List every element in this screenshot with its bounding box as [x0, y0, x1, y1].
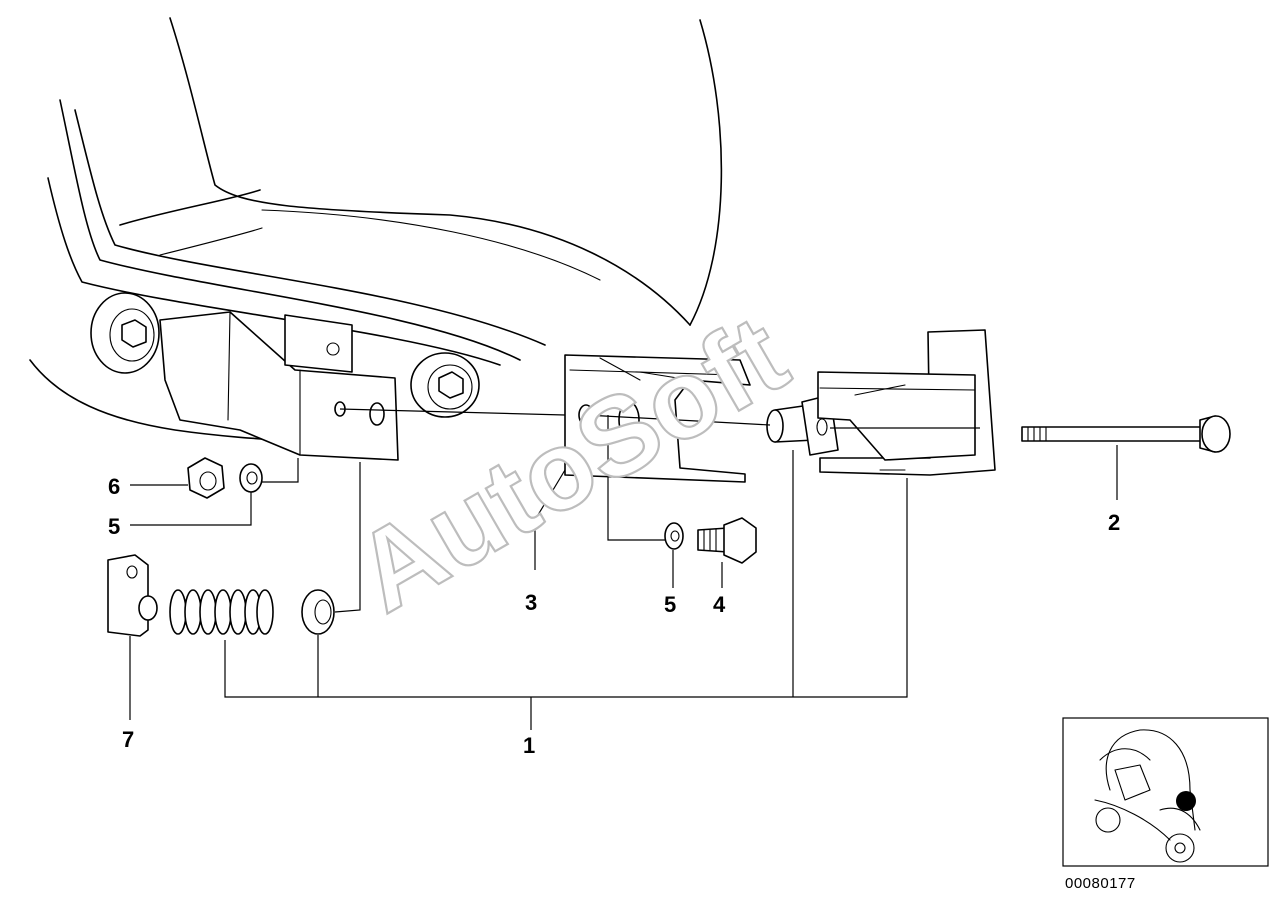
part-5-washer-center — [664, 522, 684, 550]
scooter-body-outline — [29, 17, 723, 443]
callout-2: 2 — [1108, 510, 1120, 535]
callout-1: 1 — [523, 733, 535, 758]
callout-5-center: 5 — [664, 592, 676, 617]
assembly-lines — [339, 408, 980, 429]
spring-cap — [301, 589, 335, 635]
callout-6: 6 — [108, 474, 120, 499]
callout-3: 3 — [525, 590, 537, 615]
spring — [169, 589, 274, 635]
callout-5-left: 5 — [108, 514, 120, 539]
side-stand — [817, 329, 996, 476]
callout-leaders — [129, 415, 1118, 730]
callout-7: 7 — [122, 727, 134, 752]
diagram-number: 00080177 — [1065, 875, 1136, 892]
left-mount-bolt — [90, 292, 480, 418]
part-7-clip — [107, 554, 158, 637]
watermark-text: AutoSoft — [335, 291, 807, 636]
left-frame-bracket — [159, 311, 399, 461]
callout-4: 4 — [713, 592, 726, 617]
part-6-nut — [187, 457, 225, 499]
scooter-location-thumbnail — [1062, 717, 1269, 867]
part-4-bolt — [697, 517, 757, 564]
part-5-washer-left — [239, 463, 263, 493]
part-2-long-bolt — [1021, 415, 1231, 453]
